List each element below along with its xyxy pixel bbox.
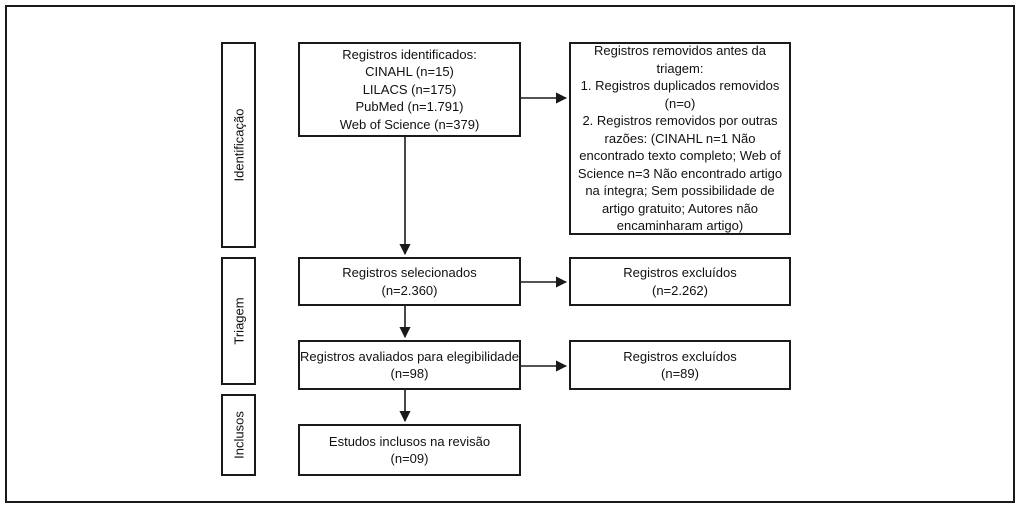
included-studies-title: Estudos inclusos na revisão	[328, 433, 491, 449]
records-excluded-title: Registros excluídos	[623, 348, 737, 364]
removed-line: (n=o)	[664, 95, 696, 111]
phase-triagem: Triagem	[221, 257, 256, 385]
records-excluded-count: (n=2.262)	[651, 282, 708, 298]
records-selected-count: (n=2.360)	[381, 282, 438, 298]
removed-line: 2. Registros removidos por outras	[582, 113, 778, 129]
records-removed-box: Registros removidos antes da triagem: 1.…	[569, 42, 791, 235]
diagram-frame	[5, 5, 1015, 503]
records-excluded-box-1: Registros excluídos (n=2.262)	[569, 257, 791, 306]
records-identified-box: Registros identificados: CINAHL (n=15) L…	[298, 42, 521, 137]
records-excluded-box-2: Registros excluídos (n=89)	[569, 340, 791, 390]
included-studies-count: (n=09)	[390, 451, 429, 466]
source-count: LILACS (n=175)	[362, 81, 457, 97]
source-count: Web of Science (n=379)	[339, 116, 480, 132]
records-eligibility-count: (n=98)	[390, 366, 429, 381]
removed-line: razões: (CINAHL n=1 Não	[604, 130, 756, 146]
removed-line: Science n=3 Não encontrado artigo	[577, 165, 783, 181]
phase-inclusos: Inclusos	[221, 394, 256, 476]
records-selected-box: Registros selecionados (n=2.360)	[298, 257, 521, 306]
removed-line: encaminharam artigo)	[616, 218, 744, 234]
records-eligibility-title: Registros avaliados para elegibilidade	[300, 348, 519, 364]
removed-line: encontrado texto completo; Web of	[579, 148, 781, 164]
records-excluded-count: (n=89)	[661, 366, 699, 381]
phase-identificacao: Identificação	[221, 42, 256, 248]
removed-line: na íntegra; Sem possibilidade de	[585, 183, 775, 199]
removed-line: Registros removidos antes da	[594, 43, 766, 59]
records-excluded-title: Registros excluídos	[623, 265, 737, 280]
removed-line: 1. Registros duplicados removidos	[580, 78, 780, 94]
source-count: CINAHL (n=15)	[365, 64, 454, 80]
removed-line: artigo gratuito; Autores não	[601, 200, 759, 216]
included-studies-box: Estudos inclusos na revisão (n=09)	[298, 424, 521, 476]
records-identified-title: Registros identificados:	[342, 46, 477, 62]
source-count: PubMed (n=1.791)	[355, 99, 464, 115]
removed-line: triagem:	[656, 60, 704, 76]
records-eligibility-box: Registros avaliados para elegibilidade (…	[298, 340, 521, 390]
records-selected-title: Registros selecionados	[342, 265, 477, 280]
